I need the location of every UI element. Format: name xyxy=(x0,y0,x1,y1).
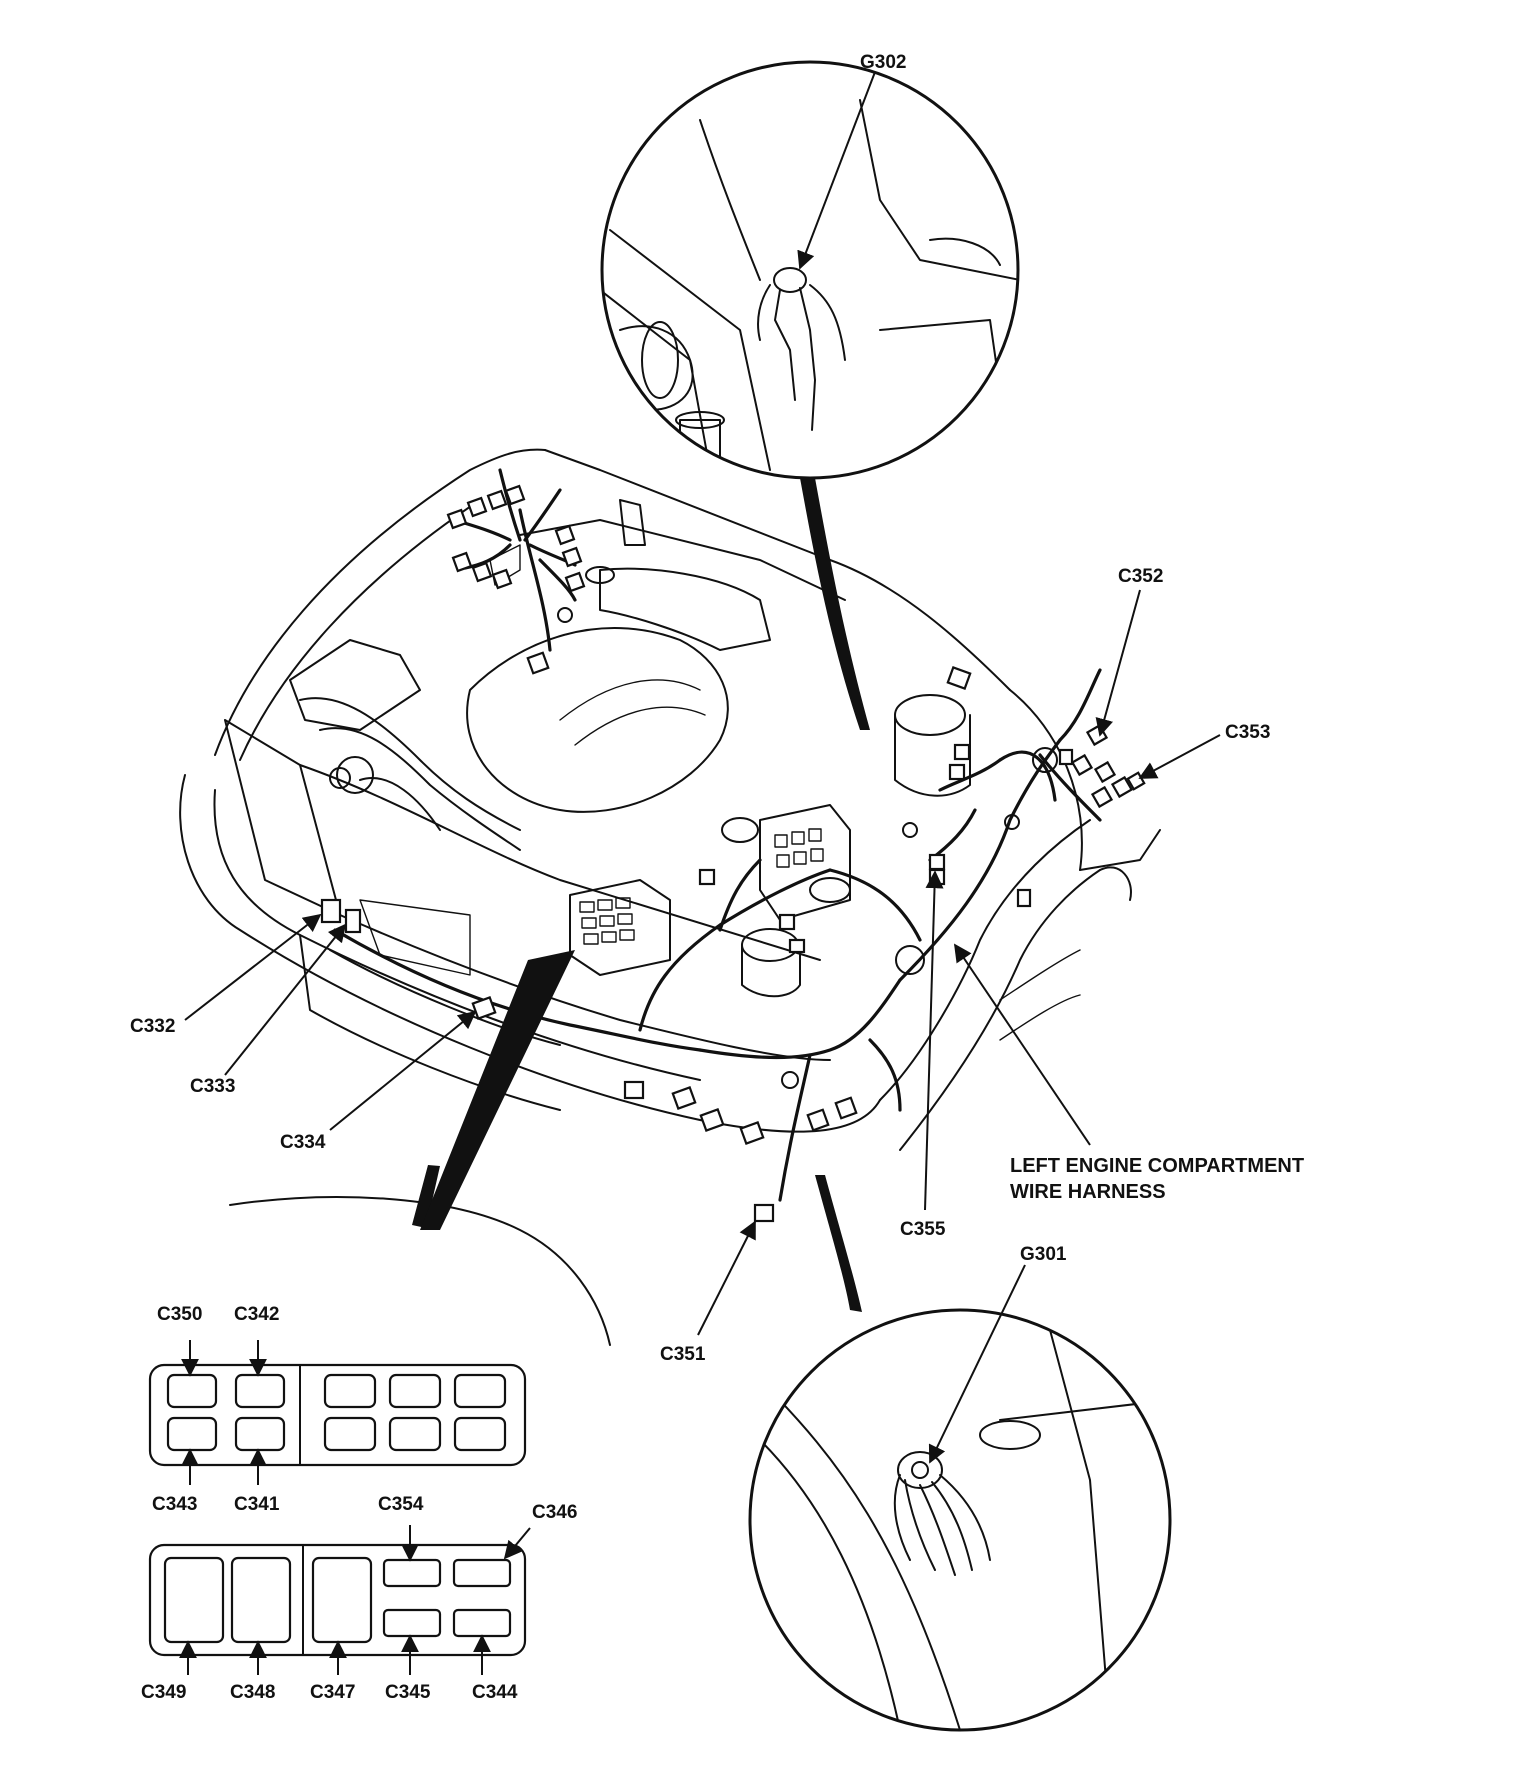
left-engine-compartment-wire-harness xyxy=(320,468,1146,1223)
cell-c345 xyxy=(382,1608,442,1638)
label-g302: G302 xyxy=(860,52,906,73)
label-c346: C346 xyxy=(532,1502,577,1523)
label-g301: G301 xyxy=(1020,1244,1067,1265)
cell-c342 xyxy=(234,1373,286,1409)
cell-c343 xyxy=(166,1416,218,1452)
cell-c341 xyxy=(234,1416,286,1452)
vehicle-illustration xyxy=(179,448,1161,1151)
fuse-box-bottom xyxy=(148,1543,527,1657)
label-c334: C334 xyxy=(280,1132,326,1153)
label-c342: C342 xyxy=(234,1304,279,1325)
label-c343: C343 xyxy=(152,1494,197,1515)
label-c332: C332 xyxy=(130,1016,175,1037)
label-c352: C352 xyxy=(1118,566,1163,587)
fuse-box-top xyxy=(148,1363,527,1467)
cell-c346 xyxy=(452,1558,512,1588)
label-c349: C349 xyxy=(141,1682,186,1703)
cell-c347 xyxy=(311,1556,373,1644)
label-c355: C355 xyxy=(900,1219,946,1240)
cell-c354 xyxy=(382,1558,442,1588)
label-c353: C353 xyxy=(1225,722,1270,743)
label-c347: C347 xyxy=(310,1682,355,1703)
label-c341: C341 xyxy=(234,1494,280,1515)
label-c351: C351 xyxy=(660,1344,706,1365)
label-c333: C333 xyxy=(190,1076,235,1097)
label-harness-line1: LEFT ENGINE COMPARTMENT xyxy=(1010,1155,1304,1177)
label-c348: C348 xyxy=(230,1682,275,1703)
leader-lines xyxy=(179,71,1221,1675)
detail-view-g301 xyxy=(748,1175,1172,1732)
cell-c350 xyxy=(166,1373,218,1409)
label-c350: C350 xyxy=(157,1304,202,1325)
cell-c349 xyxy=(163,1556,225,1644)
cell-c344 xyxy=(452,1608,512,1638)
cell-c348 xyxy=(230,1556,292,1644)
label-c345: C345 xyxy=(385,1682,431,1703)
label-c344: C344 xyxy=(472,1682,518,1703)
label-c354: C354 xyxy=(378,1494,424,1515)
callout-labels: G302 C352 C353 C332 C333 C334 LEFT ENGIN… xyxy=(130,52,1304,1703)
label-harness-line2: WIRE HARNESS xyxy=(1010,1181,1166,1203)
detail-view-g302 xyxy=(600,60,1020,730)
